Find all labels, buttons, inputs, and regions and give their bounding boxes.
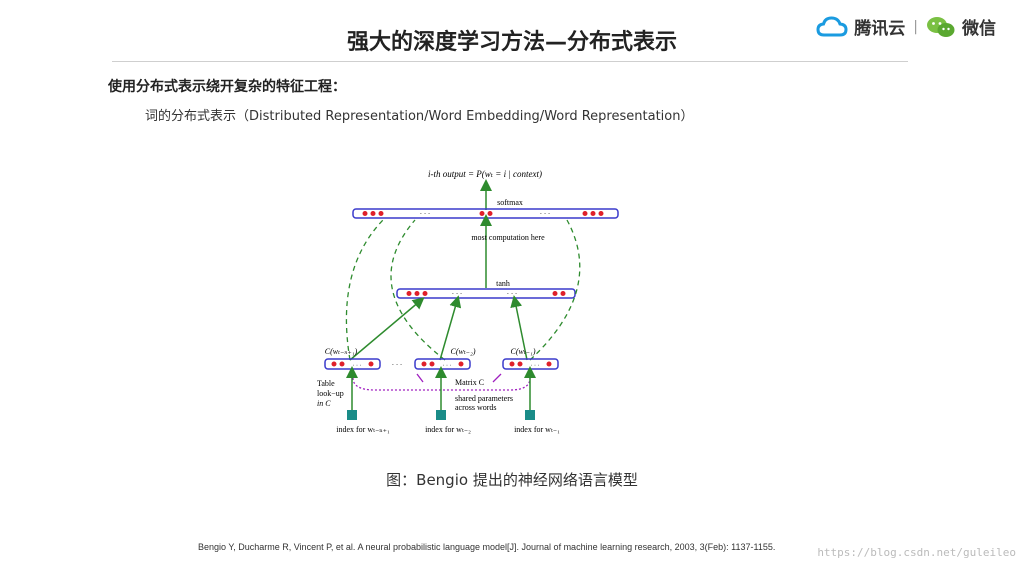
section-description: 词的分布式表示（Distributed Representation/Word … [145, 109, 694, 124]
reference-citation: Bengio Y, Ducharme R, Vincent P, et al. … [198, 542, 776, 552]
section-subtitle: 使用分布式表示绕开复杂的特征工程： [108, 79, 346, 95]
nplm-diagram: i-th output = P(wₜ = i | context) softma… [317, 169, 619, 434]
cloud-icon [816, 15, 848, 36]
context-to-tanh-arrows [349, 295, 528, 361]
shared-parameters-label-1: shared parameters [455, 394, 513, 403]
page-title: 强大的深度学习方法—分布式表示 [346, 30, 677, 55]
computation-label: most computation here [471, 233, 545, 242]
shared-matrix-arrows [416, 373, 502, 383]
brand-logos: 腾讯云 | 微信 [816, 14, 996, 39]
tanh-units [406, 291, 566, 296]
input-to-context-arrows [346, 366, 536, 410]
softmax-label: softmax [497, 198, 523, 207]
table-lookup-label-3: in C [317, 399, 331, 408]
index-label-3: index for wₜ₋₁ [514, 425, 560, 434]
softmax-layer-box [352, 208, 619, 219]
tanh-ellipsis-left: · · · [452, 290, 463, 298]
shared-parameters-label-2: across words [455, 403, 497, 412]
context-gap-ellipsis: · · · [392, 361, 403, 369]
tanh-layer-box [396, 288, 576, 299]
context-ellipsis-3: · · · [531, 363, 540, 369]
softmax-ellipsis-right: · · · [540, 210, 551, 218]
tanh-label: tanh [496, 279, 510, 288]
wechat-icon [927, 16, 955, 37]
header-divider [112, 61, 908, 62]
output-label: i-th output = P(wₜ = i | context) [428, 169, 542, 179]
watermark-url: https://blog.csdn.net/guleileo [817, 546, 1016, 559]
figure-caption: 图：Bengio 提出的神经网络语言模型 [386, 471, 638, 489]
index-label-1: index for wₜ₋ₙ₊₁ [336, 425, 390, 434]
context-ellipsis-2: · · · [443, 363, 452, 369]
tencent-cloud-text: 腾讯云 [854, 19, 906, 39]
matrix-label: Matrix C [455, 378, 484, 387]
table-lookup-label-2: look−up [317, 389, 344, 398]
table-lookup-label-1: Table [317, 379, 335, 388]
softmax-ellipsis-left: · · · [420, 210, 431, 218]
context-units [331, 361, 552, 367]
index-label-2: index for wₜ₋₂ [425, 425, 471, 434]
brand-separator: | [913, 18, 918, 35]
wechat-text: 微信 [962, 19, 996, 39]
context-ellipsis-1: · · · [353, 363, 362, 369]
input-index-squares [347, 410, 535, 420]
context-label-1: C(wₜ₋ₙ₊₁) [325, 347, 358, 356]
context-label-2: C(wₜ₋₂) [451, 347, 476, 356]
context-label-3: C(wₜ₋₁) [511, 347, 536, 356]
skip-connections [345, 219, 581, 361]
tanh-ellipsis-right: · · · [507, 290, 518, 298]
softmax-units [362, 211, 604, 216]
